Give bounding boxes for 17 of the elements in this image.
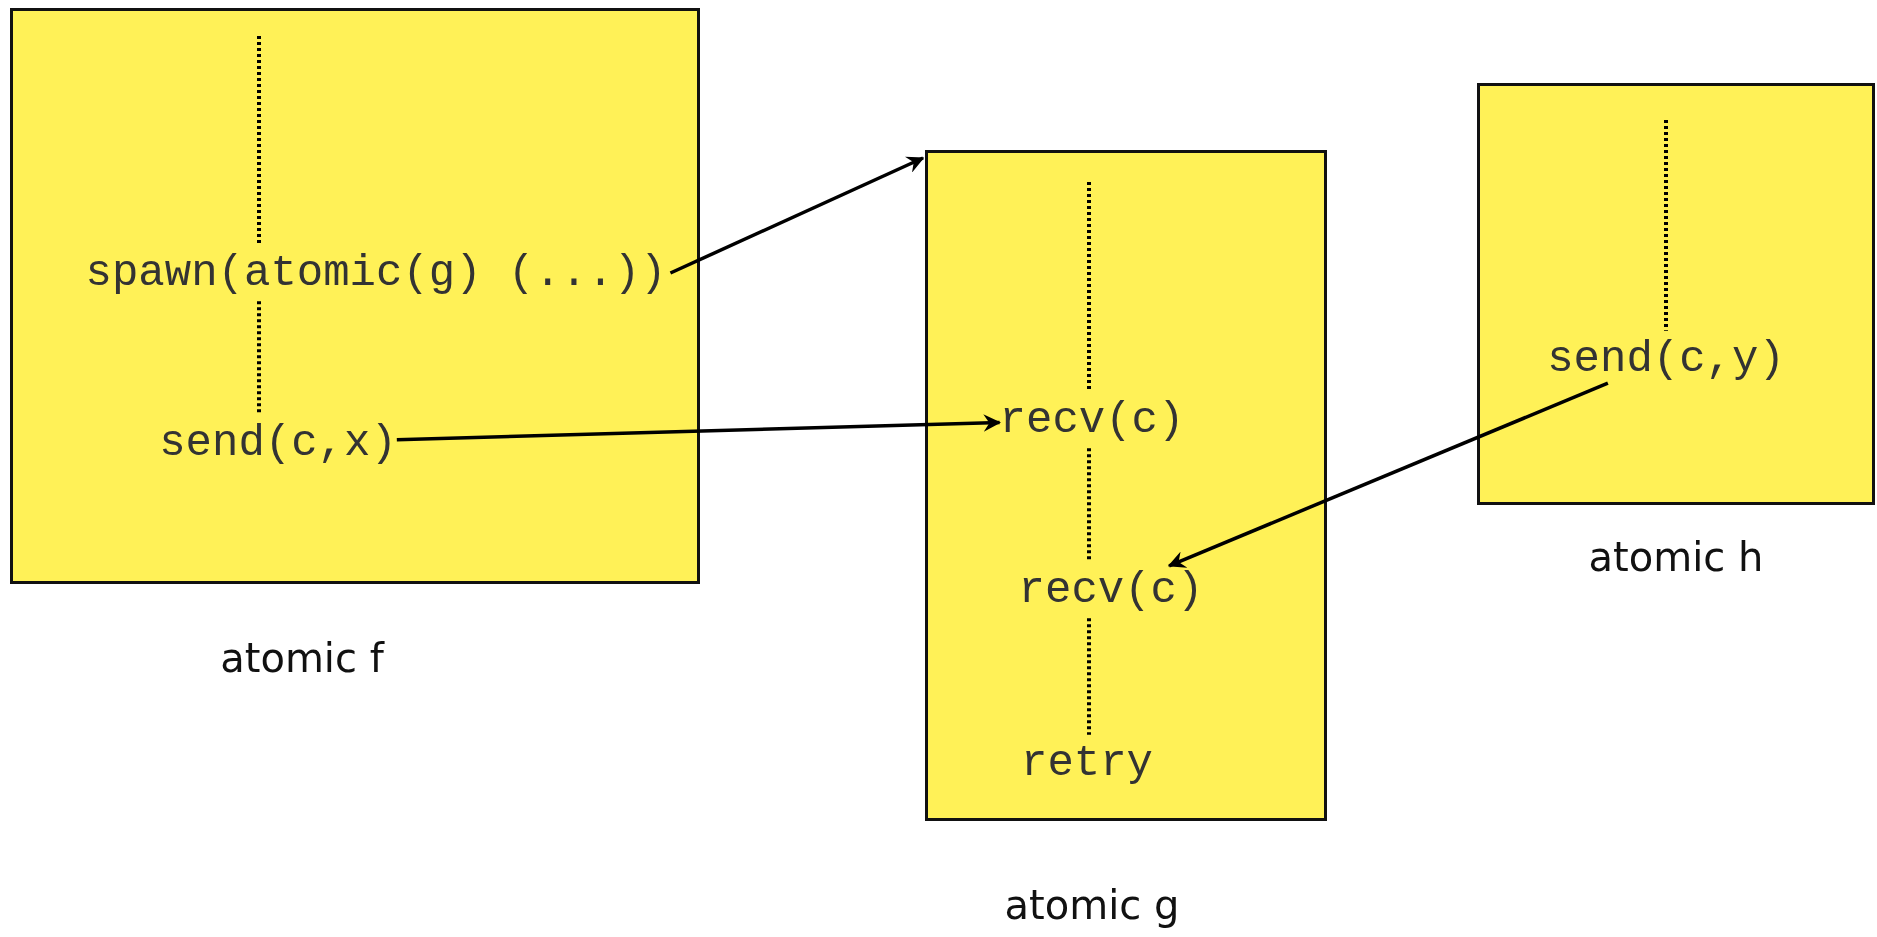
box-caption: atomic f <box>220 635 384 681</box>
code-statement: send(c,x) <box>159 418 397 468</box>
arrow <box>1167 381 1609 568</box>
dotted-line <box>257 301 261 415</box>
code-statement: send(c,y) <box>1547 334 1785 384</box>
box-caption: atomic h <box>1588 534 1764 580</box>
code-statement: spawn(atomic(g) (...)) <box>85 248 667 298</box>
code-statement: retry <box>1021 738 1153 788</box>
arrow <box>396 414 1002 442</box>
dotted-line <box>1087 618 1091 735</box>
dotted-line <box>1087 448 1091 562</box>
dotted-line <box>1087 182 1091 392</box>
dotted-line <box>1664 120 1668 331</box>
dotted-line <box>257 36 261 245</box>
code-statement: recv(c) <box>1018 565 1204 615</box>
code-statement: recv(c) <box>999 395 1185 445</box>
box-caption: atomic g <box>1004 882 1180 928</box>
